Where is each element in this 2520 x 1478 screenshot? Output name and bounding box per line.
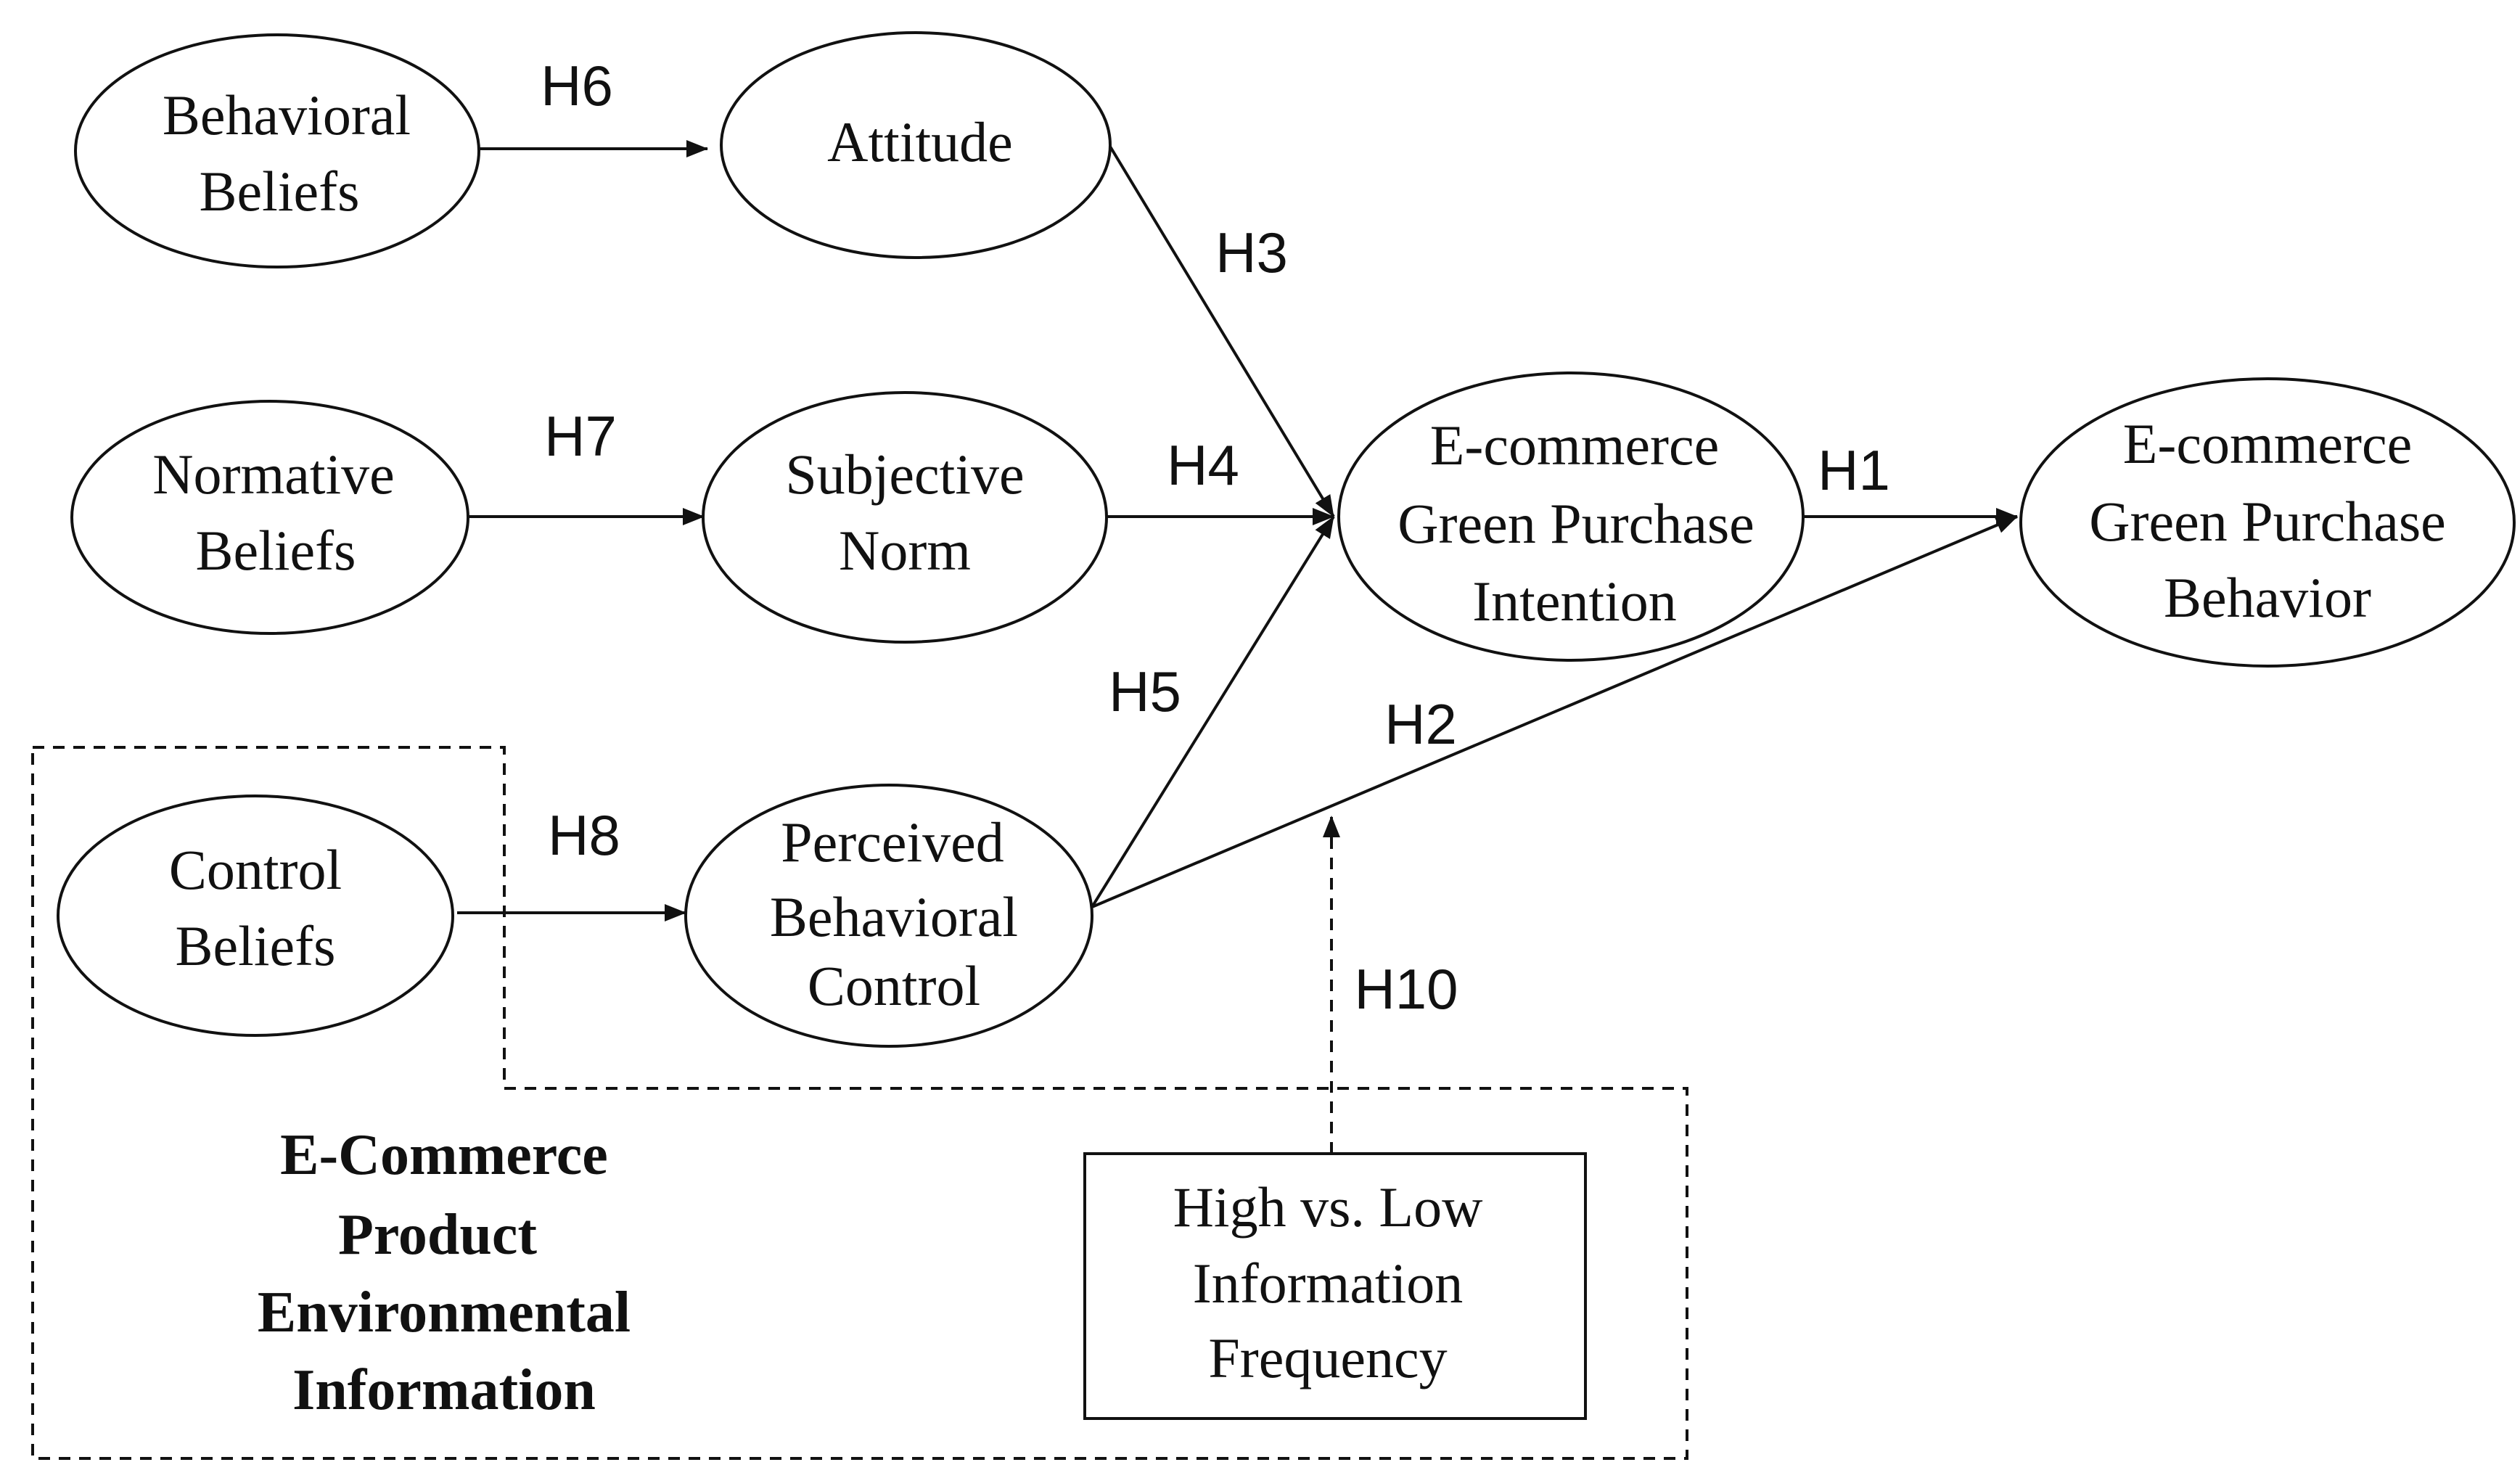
edge-h2 [1091,515,2018,908]
region-title-line: E-Commerce [280,1123,608,1187]
node-label-line: Intention [1472,570,1677,633]
node-label-line: Beliefs [200,160,360,223]
node-control-beliefs: Control Beliefs [57,795,454,1037]
node-moderator-information-frequency: High vs. Low Information Frequency [1083,1152,1587,1420]
node-label-line: Normative [152,443,395,506]
node-label-line: E-commerce [1430,414,1719,477]
node-label-line: High vs. Low [1173,1175,1483,1239]
hypothesis-label-h5: H5 [1109,660,1181,723]
node-subjective-norm: Subjective Norm [702,391,1108,644]
node-label-line: Behavioral [163,83,411,147]
node-label-line: Beliefs [196,519,356,582]
node-ecommerce-green-purchase-behavior: E-commerce Green Purchase Behavior [2019,377,2516,668]
hypothesis-label-h2: H2 [1384,692,1457,756]
region-title-line: Environmental [258,1281,631,1344]
node-perceived-behavioral-control: Perceived Behavioral Control [684,784,1093,1048]
region-title: E-Commerce Product Environmental Informa… [258,1123,631,1422]
node-label-line: Control [808,954,980,1017]
node-label-line: E-commerce [2123,412,2412,475]
hypothesis-label-h10: H10 [1354,957,1458,1021]
node-label-line: Norm [839,519,971,582]
region-title-line: Information [292,1358,596,1422]
hypothesis-label-h7: H7 [544,404,617,468]
node-label-line: Information [1193,1252,1464,1315]
hypothesis-label-h8: H8 [548,803,620,867]
node-label-line: Behavior [2164,566,2371,629]
node-label-line: Attitude [827,110,1013,173]
hypothesis-label-h4: H4 [1167,433,1239,497]
node-attitude: Attitude [720,31,1112,259]
node-label-line: Beliefs [176,914,336,977]
hypothesis-label-h6: H6 [541,54,613,118]
node-label-line: Subjective [785,443,1024,506]
region-title-line: Product [338,1203,537,1267]
node-label-line: Control [169,838,342,901]
node-behavioral-beliefs: Behavioral Beliefs [74,33,480,268]
edge-h3 [1109,145,1335,518]
node-label-line: Behavioral [770,885,1018,948]
node-normative-beliefs: Normative Beliefs [70,400,469,635]
node-label-line: Green Purchase [2089,490,2446,553]
node-label-line: Green Purchase [1398,492,1754,555]
node-label-line: Perceived [781,810,1004,874]
region-boundary [31,746,1688,1460]
edge-h5 [1091,515,1335,908]
node-ecommerce-green-purchase-intention: E-commerce Green Purchase Intention [1337,371,1805,662]
node-label-line: Frequency [1208,1326,1447,1389]
hypothesis-label-h1: H1 [1818,438,1890,502]
hypothesis-label-h3: H3 [1215,221,1288,284]
